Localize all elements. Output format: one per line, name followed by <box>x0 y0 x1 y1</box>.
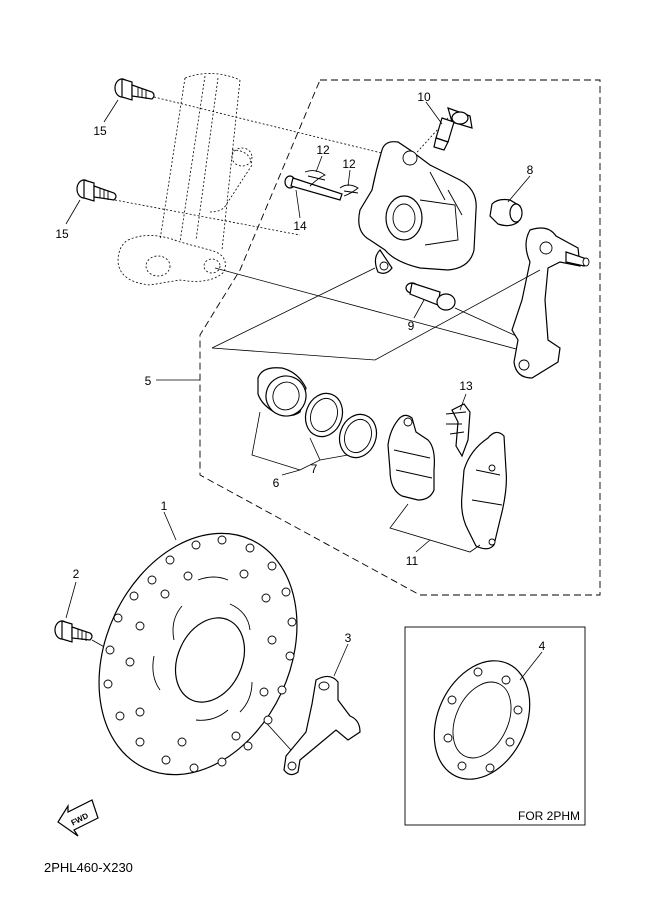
callout-15a: 15 <box>93 124 107 138</box>
bleed-screw <box>433 107 473 151</box>
brake-pad-inner <box>387 414 435 501</box>
callout-14: 14 <box>293 219 307 233</box>
callout-5: 5 <box>145 374 152 388</box>
callout-1: 1 <box>161 499 168 513</box>
lock-plate <box>283 675 361 776</box>
piston-seal <box>304 392 344 438</box>
disc-spacer <box>433 660 531 780</box>
caliper-piston <box>257 367 307 417</box>
disc-vent-holes <box>103 535 297 773</box>
callout-11: 11 <box>406 554 419 568</box>
callout-8: 8 <box>527 163 534 177</box>
leader-lines <box>65 99 543 681</box>
callouts: 1 2 3 4 5 6 7 8 9 10 11 12 12 13 14 15 1… <box>55 90 545 653</box>
callout-13: 13 <box>459 379 473 393</box>
callout-9: 9 <box>408 319 415 333</box>
brake-pad-outer <box>461 431 507 550</box>
caliper-body <box>358 141 477 274</box>
pin-clip-a <box>304 170 326 187</box>
callout-7: 7 <box>311 462 318 476</box>
callout-15b: 15 <box>55 227 69 241</box>
slide-pin <box>405 282 456 311</box>
variant-inset: FOR 2PHM <box>404 626 586 826</box>
callout-3: 3 <box>345 631 352 645</box>
caliper-assembly-boundary <box>199 79 601 596</box>
caliper-bolt-upper <box>114 78 155 101</box>
callout-12a: 12 <box>316 143 330 157</box>
diagram-code: 2PHL460-X230 <box>44 860 133 875</box>
pad-pin <box>284 175 343 201</box>
pad-spring <box>445 403 471 458</box>
boot-bushing <box>489 198 523 227</box>
caliper-bracket <box>511 227 590 379</box>
callout-10: 10 <box>417 90 431 104</box>
callout-12b: 12 <box>342 157 356 171</box>
caliper-bolt-lower <box>76 179 117 202</box>
callout-4: 4 <box>539 639 546 653</box>
pin-clip-b <box>339 184 359 197</box>
callout-6: 6 <box>273 476 280 490</box>
inset-caption: FOR 2PHM <box>518 809 580 823</box>
disc-bolt <box>54 620 93 643</box>
forward-arrow-icon: FWD <box>57 799 99 837</box>
front-fork-outline <box>117 73 253 286</box>
brake-disc <box>98 532 298 776</box>
callout-2: 2 <box>73 567 80 581</box>
dust-seal <box>338 413 378 459</box>
